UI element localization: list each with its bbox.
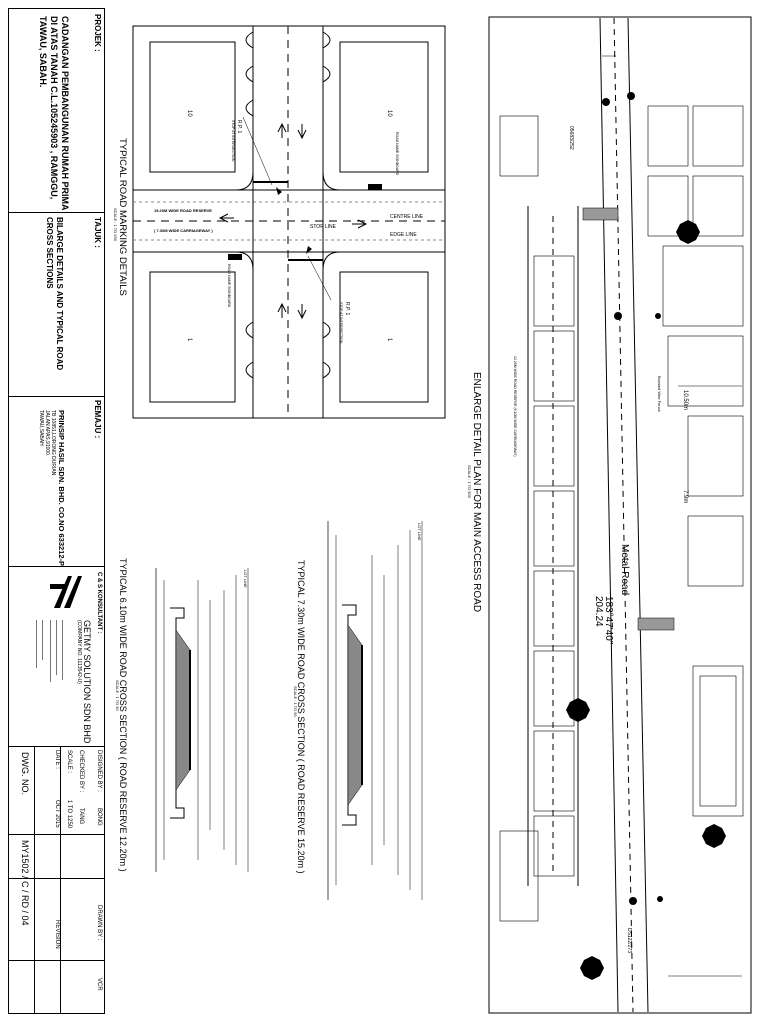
revision-label: REVISION <box>54 920 60 949</box>
designed-label: DISIGNED BY : <box>96 750 102 792</box>
lot-ref-2: 05683/252 <box>568 126 574 150</box>
rp-label-top: R.P. 1 <box>236 120 242 133</box>
owner-address-1: TB 10851,LORONG DURIAN <box>50 410 56 476</box>
date-label: DATE : <box>54 750 60 769</box>
drawn-label: DRAWN BY : <box>96 905 102 941</box>
marking-scale: SCALE : 1 TO 250 <box>113 208 118 241</box>
dwg-label: DWG. NO. <box>20 752 30 795</box>
road-name-sign-label-bottom: ROAD NAME SIGNBOARD <box>227 264 231 308</box>
edge-line-label: EDGE LINE <box>390 232 417 238</box>
svg-text:1: 1 <box>386 338 392 342</box>
svg-text:10: 10 <box>386 110 392 117</box>
stop-line-label: STOP LINE <box>310 224 337 230</box>
lot-line-label-a: LOT LINE <box>243 570 248 588</box>
dim-79-label: 7.9m <box>682 490 688 503</box>
consultant-address-lines <box>30 620 70 682</box>
checked-label: CHECKED BY : <box>78 750 84 793</box>
consultant-logo-icon <box>50 576 82 608</box>
designed-value: BONG <box>96 808 102 826</box>
project-line-1: CADANGAN PEMBANGUNAN RUMAH PRIMA <box>60 16 70 211</box>
stop-sign-icon <box>580 956 604 980</box>
stop-sign-icon <box>566 698 590 722</box>
owner-name: PRINSIP HASIL SDN. BHD. CO.NO 633212-P <box>57 410 66 567</box>
project-label: PROJEK : <box>93 14 102 52</box>
consultant-sub: (COMPANY NO. 1113542-U) <box>76 620 82 684</box>
stop-sign-icon <box>676 220 700 244</box>
consultant-name: GETMY SOLUTION SDN BHD <box>82 620 92 744</box>
carriageway-label: ( 7.30M WIDE CARRIAGEWAY ) <box>154 228 213 233</box>
centre-line-label: CENTRE LINE <box>390 214 424 220</box>
marking-title: TYPICAL ROAD MARKING DETAILS <box>117 138 128 296</box>
lot-ref-1: DS122/273 <box>626 928 632 953</box>
title-line-1: BILARGE DETAILS AND TYPICAL ROAD <box>55 217 64 371</box>
rp-label-bottom: R.P. 1 <box>344 302 350 315</box>
lot-line-label-b: LOT LINE <box>417 523 422 541</box>
project-line-3: TAWAU, SABAH. <box>38 16 48 88</box>
dwg-value: MY1502 / C / RD / 04 <box>20 840 30 926</box>
checked-value: TANG <box>78 808 84 825</box>
section-730-scale: SCALE : 1 TO 50 <box>293 686 298 717</box>
owner-address-2: JALAN APAS,91000 <box>44 410 50 455</box>
owner-address-3: TAWAU,SABAH <box>38 410 44 446</box>
svg-text:10: 10 <box>186 110 192 117</box>
enlarge-title: ENLARGE DETAIL PLAN FOR MAIN ACCESS ROAD <box>471 372 482 613</box>
owner-label: PEMAJU : <box>93 400 102 439</box>
fence-label: Bordard Wire Fence <box>657 376 662 413</box>
distance-text: 204.24 <box>593 596 604 627</box>
road-marking-detail-drawing: 10 10 1 1 15.20M WIDE ROAD RESERVE ( 7.3… <box>132 25 446 419</box>
enlarge-scale: SCALE : 1 TO 500 <box>467 465 472 498</box>
title-label: TAJUK : <box>93 217 102 248</box>
enlarge-plan-drawing: 183°47'40" 204.24 Metal Road 10.50m 7.9m… <box>488 16 752 1014</box>
svg-text:1: 1 <box>186 338 192 342</box>
rp-sub-bottom: STOP AT INTERSECTION <box>339 302 343 344</box>
consultant-label: C & S KONSULTANT : <box>96 572 102 634</box>
stop-sign-icon <box>702 824 726 848</box>
drawn-value: VCR <box>96 978 102 991</box>
road-name-sign-label-top: ROAD NAME SIGNBOARD <box>395 132 399 176</box>
road-reserve-12-label: 12.20M WIDE ROAD RESERVE (6.10M WIDE CAR… <box>513 356 517 456</box>
dim-1050-label: 10.50m <box>682 390 688 410</box>
cross-section-610-drawing: LOT LINE <box>155 568 249 872</box>
project-line-2: DI ATAS TANAH C.L.105245903 , RAMGGU, <box>49 16 59 200</box>
section-610-scale: SCALE : 1 TO 50 <box>115 680 120 711</box>
road-reserve-label: 15.20M WIDE ROAD RESERVE <box>154 208 212 213</box>
scale-label: SCALE : <box>66 750 72 774</box>
bearing-text: 183°47'40" <box>603 596 614 645</box>
section-610-title: TYPICAL 6.10m WIDE ROAD CROSS SECTION ( … <box>118 558 128 872</box>
scale-value: 1 TO 1250 <box>66 800 72 829</box>
date-value: OCT 2015 <box>54 800 60 828</box>
title-line-2: CROSS SECTIONS <box>45 217 54 289</box>
cross-section-730-drawing: LOT LINE <box>327 521 423 900</box>
metal-road-label: Metal Road <box>619 544 630 595</box>
rp-sub-top: STOP AT INTERSECTION <box>231 120 235 162</box>
